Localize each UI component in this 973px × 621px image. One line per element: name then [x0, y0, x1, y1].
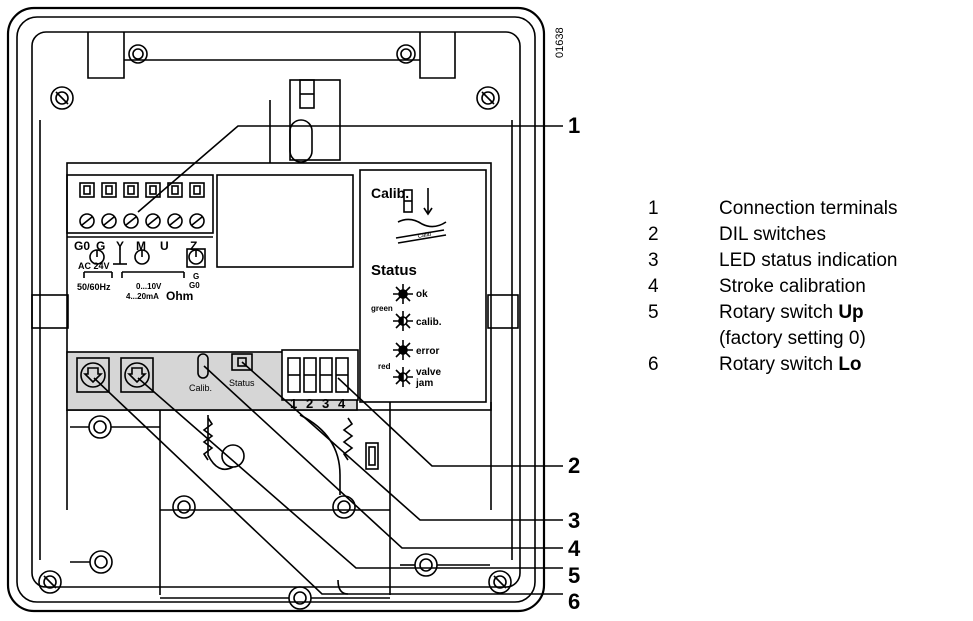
screw-lower-center [221, 444, 245, 468]
screw-corner-bl [38, 570, 62, 594]
led-color-green: green [371, 304, 393, 313]
leader-6 [93, 377, 563, 595]
strip-status-label: Status [229, 378, 255, 388]
legend-number: 6 [648, 354, 659, 375]
screw-corner-br [488, 570, 512, 594]
terminal-screws [79, 213, 205, 229]
legend-item: 4 Stroke calibration [648, 274, 968, 300]
legend-text-wrap: Rotary switch Lo [719, 352, 862, 378]
legend-text-wrap: Rotary switch Up [719, 300, 864, 326]
led-error-label: error [416, 346, 439, 357]
legend-item: 5 Rotary switch Up [648, 300, 968, 326]
blank-cover [216, 174, 354, 268]
side-tab [365, 442, 379, 470]
callout-2: 2 [568, 453, 580, 478]
terminal-clamps [79, 182, 205, 198]
calib-button-symbol [395, 188, 447, 244]
terminal-label-m: M [136, 239, 146, 253]
led-color-red: red [378, 362, 391, 371]
signal-range-ma: 4...20mA [126, 292, 159, 301]
z-sub-g0: G0 [189, 281, 200, 290]
signal-range-v: 0...10V [136, 282, 162, 291]
leader-3 [241, 361, 563, 521]
legend-item: 3 LED status indication [648, 248, 968, 274]
legend-text: Rotary switch [719, 354, 839, 375]
legend-text: Connection terminals [719, 198, 898, 219]
supply-voltage: AC 24V [78, 261, 110, 271]
housing-outer [6, 6, 546, 613]
calib-status-panel [359, 169, 487, 403]
calib-small-label: Calib [417, 232, 432, 240]
led-valve-label: valve [416, 367, 441, 378]
callout-4: 4 [568, 536, 581, 561]
signal-symbol-y [89, 249, 105, 265]
legend-number: 1 [648, 198, 659, 219]
dil-number-4: 4 [338, 396, 346, 411]
legend-text: LED status indication [719, 250, 898, 271]
z-sub-g: G [193, 272, 199, 281]
terminal-label-g: G [96, 239, 105, 253]
strip-calib-label: Calib. [189, 383, 212, 393]
drawing-code: 01638 [554, 27, 566, 58]
led-jam-label: jam [415, 378, 433, 389]
legend-item: 1 Connection terminals [648, 196, 968, 222]
screw-top-left [128, 44, 148, 64]
callout-1: 1 [568, 113, 580, 138]
legend: 1 Connection terminals 2 DIL switches 3 … [648, 196, 968, 378]
leader-4 [203, 365, 563, 549]
leader-2 [337, 377, 563, 467]
leader-5 [137, 377, 563, 569]
dil-number-3: 3 [322, 396, 329, 411]
housing-recess [31, 31, 521, 588]
supply-frequency: 50/60Hz [77, 282, 111, 292]
terminal-label-y: Y [116, 239, 124, 253]
legend-number: 4 [648, 276, 659, 297]
callout-5: 5 [568, 563, 580, 588]
ground-symbol-m [113, 250, 127, 265]
callout-3: 3 [568, 508, 580, 533]
legend-continuation: (factory setting 0) [719, 328, 866, 349]
rotary-switch-lo [76, 357, 110, 393]
legend-number: 2 [648, 224, 659, 245]
terminal-label-u: U [160, 239, 169, 253]
leader-1 [137, 125, 563, 213]
calib-title: Calib. [371, 185, 409, 201]
signal-symbol-z-box [186, 248, 206, 268]
housing-inner [16, 16, 536, 603]
legend-text: Stroke calibration [719, 276, 866, 297]
signal-symbol-u [134, 249, 150, 265]
legend-text: DIL switches [719, 224, 826, 245]
led-ok-label: ok [416, 289, 428, 300]
terminal-block [66, 174, 214, 234]
legend-number: 3 [648, 250, 659, 271]
dil-number-1: 1 [290, 396, 297, 411]
terminal-label-z: Z [190, 239, 197, 253]
screw-corner-tl [50, 86, 74, 110]
legend-bold: Up [838, 302, 864, 323]
callout-6: 6 [568, 589, 580, 614]
screw-top-right [396, 44, 416, 64]
calib-button [197, 353, 209, 379]
top-connector [289, 79, 341, 161]
dil-number-2: 2 [306, 396, 313, 411]
terminal-label-g0: G0 [74, 239, 90, 253]
legend-bold: Lo [838, 354, 862, 375]
status-led [231, 353, 253, 371]
legend-item: 2 DIL switches [648, 222, 968, 248]
screw-corner-tr [476, 86, 500, 110]
legend-item-continuation: (factory setting 0) [648, 326, 968, 352]
led-calib-label: calib. [416, 317, 442, 328]
status-title: Status [371, 262, 417, 279]
rotary-switch-up [120, 357, 154, 393]
legend-item: 6 Rotary switch Lo [648, 352, 968, 378]
legend-number: 5 [648, 302, 659, 323]
ohm-label: Ohm [166, 289, 193, 303]
legend-text: Rotary switch [719, 302, 839, 323]
